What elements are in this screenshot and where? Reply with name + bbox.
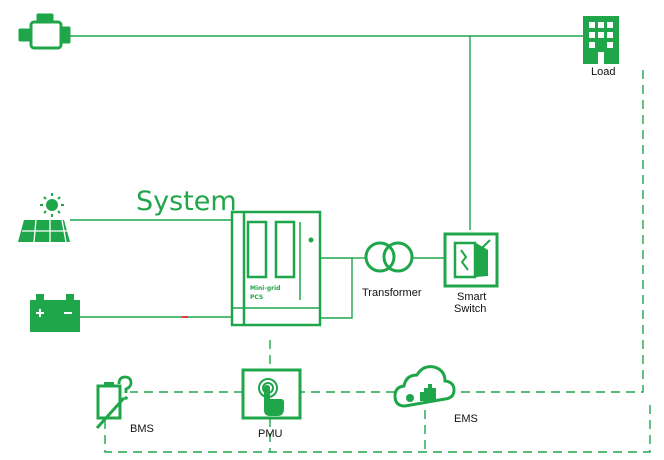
battery-icon [30,294,80,332]
comm-bottom-loop [104,400,651,453]
comm-load-ems [455,70,644,393]
ems-cloud-icon [393,365,456,408]
pcs-label-line2: PCS [250,294,263,301]
smart-switch-label-line2: Switch [454,303,487,315]
pcs-label-line1: Mini-grid [250,285,280,292]
transformer-label: Transformer [362,287,422,299]
transformer-icon [364,241,414,273]
bms-icon [95,375,133,430]
pcs-cabinet-icon [230,210,322,327]
bms-label: BMS [130,423,154,435]
pmu-touch-icon [241,368,302,420]
diagram-title: System [136,186,237,217]
pmu-label: PMU [258,428,283,440]
building-icon [583,16,619,64]
ems-label: EMS [454,413,478,425]
smart-switch-icon [443,232,499,288]
solar-panel-icon [18,193,70,243]
smart-switch-label-line1: Smart [457,291,487,303]
engine-icon [18,13,71,50]
pcs-output [320,257,353,319]
load-label: Load [591,66,616,78]
